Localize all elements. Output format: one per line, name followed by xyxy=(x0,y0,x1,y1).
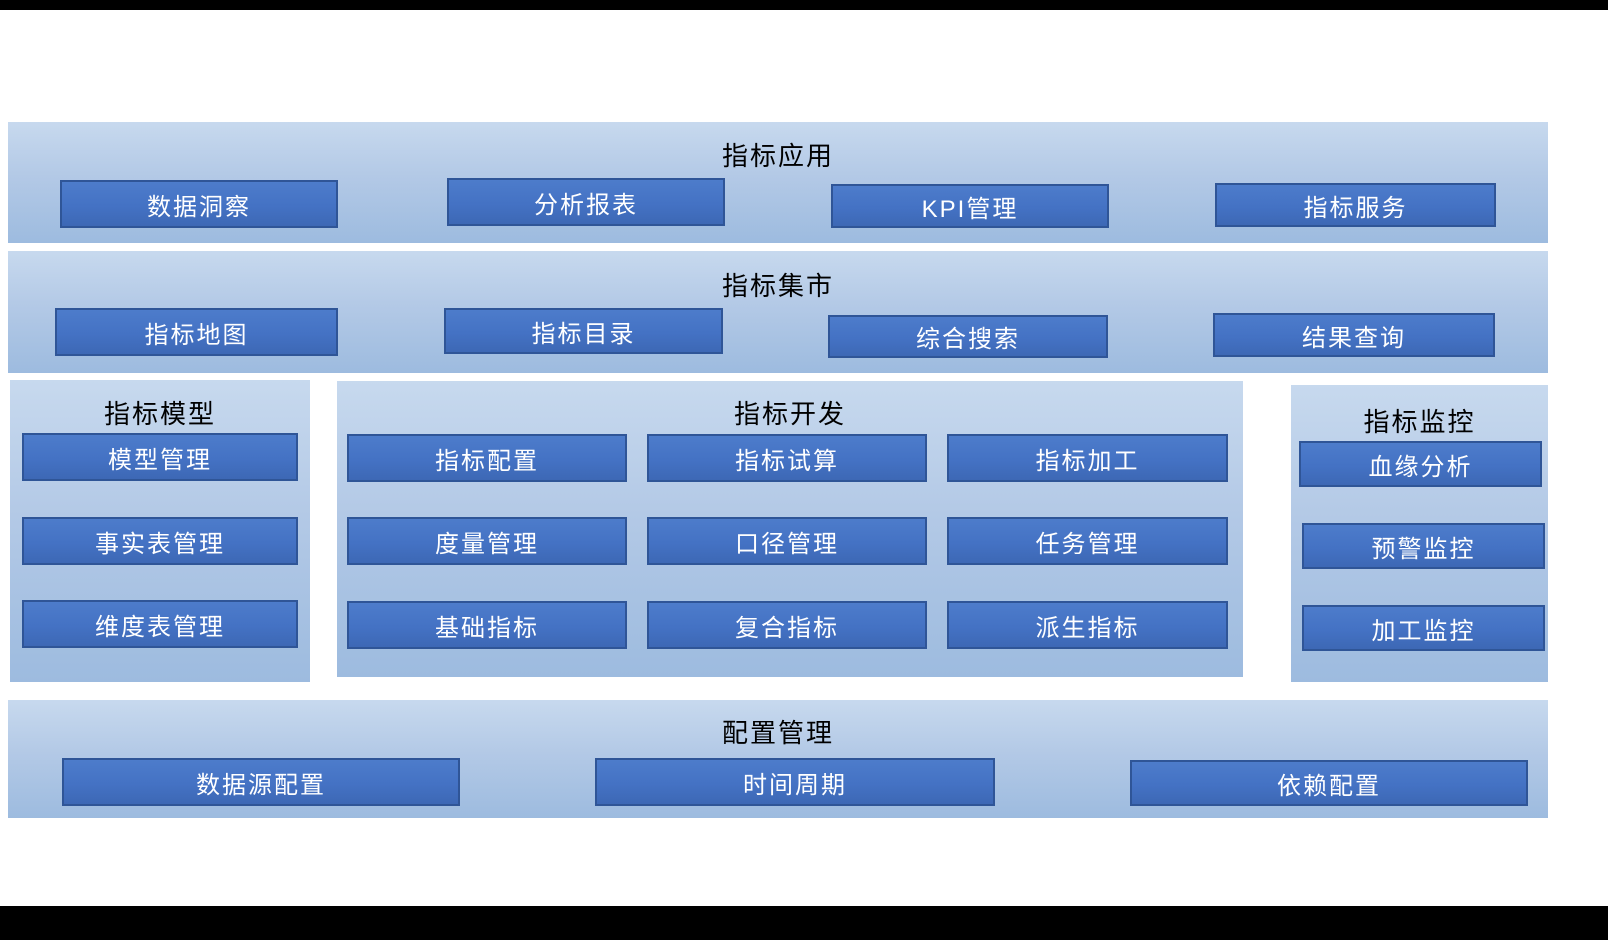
panel-title: 指标开发 xyxy=(733,399,846,429)
panel-title: 指标监控 xyxy=(1363,407,1476,437)
indicator-config: 指标配置 xyxy=(347,434,627,482)
dependency-config: 依赖配置 xyxy=(1130,760,1528,806)
composite-indicator: 复合指标 xyxy=(647,601,927,649)
panel-indicator-monitoring: 指标监控 血缘分析 预警监控 加工监控 xyxy=(1291,385,1548,682)
layer-indicator-market: 指标集市 指标地图 指标目录 综合搜索 结果查询 xyxy=(8,251,1548,373)
layer-title: 配置管理 xyxy=(721,718,834,748)
fact-table-management: 事实表管理 xyxy=(22,517,298,565)
measure-management: 度量管理 xyxy=(347,517,627,565)
layer-config-management: 配置管理 数据源配置 时间周期 依赖配置 xyxy=(8,700,1548,818)
indicator-trial-calc: 指标试算 xyxy=(647,434,927,482)
processing-monitoring: 加工监控 xyxy=(1302,605,1545,651)
basic-indicator: 基础指标 xyxy=(347,601,627,649)
panel-indicator-development: 指标开发 指标配置 指标试算 指标加工 度量管理 口径管理 任务管理 基础指标 … xyxy=(337,381,1243,677)
dimension-table-management: 维度表管理 xyxy=(22,600,298,648)
datasource-config: 数据源配置 xyxy=(62,758,460,806)
indicator-processing: 指标加工 xyxy=(947,434,1228,482)
layer-title: 指标集市 xyxy=(721,271,834,301)
derived-indicator: 派生指标 xyxy=(947,601,1228,649)
indicator-catalog: 指标目录 xyxy=(444,308,723,354)
layer-indicator-application: 指标应用 数据洞察 分析报表 KPI管理 指标服务 xyxy=(8,122,1548,243)
indicator-map: 指标地图 xyxy=(55,308,338,356)
panel-title: 指标模型 xyxy=(103,399,216,429)
indicator-service: 指标服务 xyxy=(1215,183,1496,227)
kpi-management: KPI管理 xyxy=(831,184,1109,228)
alert-monitoring: 预警监控 xyxy=(1302,523,1545,569)
analysis-report: 分析报表 xyxy=(447,178,725,226)
layer-title: 指标应用 xyxy=(721,141,834,171)
comprehensive-search: 综合搜索 xyxy=(828,315,1108,358)
result-query: 结果查询 xyxy=(1213,313,1495,357)
time-period: 时间周期 xyxy=(595,758,995,806)
lineage-analysis: 血缘分析 xyxy=(1299,441,1542,487)
task-management: 任务管理 xyxy=(947,517,1228,565)
panel-indicator-model: 指标模型 模型管理 事实表管理 维度表管理 xyxy=(10,380,310,682)
model-management: 模型管理 xyxy=(22,433,298,481)
caliber-management: 口径管理 xyxy=(647,517,927,565)
top-frame-bar xyxy=(0,0,1608,10)
data-insight: 数据洞察 xyxy=(60,180,338,228)
bottom-frame-bar xyxy=(0,906,1608,940)
